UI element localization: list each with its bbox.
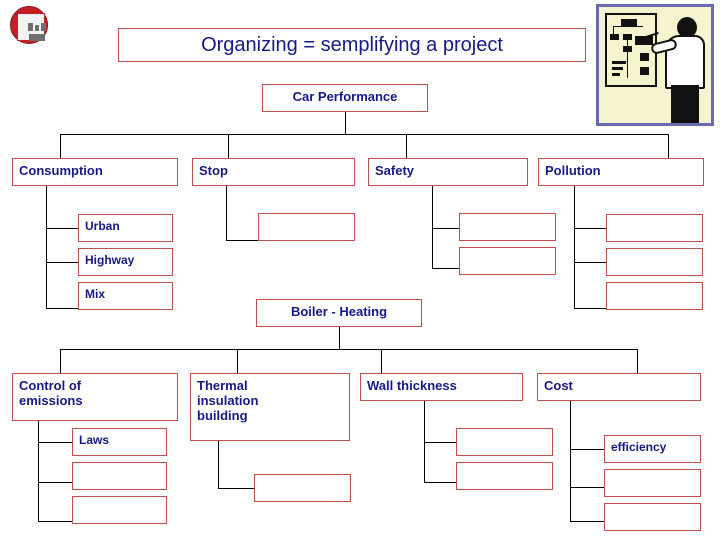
tree1-sub-pollution-3[interactable] [606, 282, 703, 310]
tree1-root-stem [345, 112, 346, 134]
tree1-drop-4 [668, 134, 669, 158]
tree1-node-safety[interactable]: Safety [368, 158, 528, 186]
chart-bar-icon [612, 73, 620, 76]
tree1-pollution-tick-3 [574, 308, 607, 309]
tree2-node-wall-thickness[interactable]: Wall thickness [360, 373, 523, 401]
tree1-safety-tick-2 [432, 268, 460, 269]
tree1-consumption-tick-3 [46, 308, 79, 309]
tree1-drop-2 [228, 134, 229, 158]
tree2-sub-cost-3[interactable] [604, 503, 701, 531]
tree2-drop-4 [637, 349, 638, 373]
tree2-sub-emissions-2[interactable] [72, 462, 167, 490]
tree1-sub-safety-2[interactable] [459, 247, 556, 275]
tree1-consumption-spine [46, 186, 47, 308]
tree2-cost-tick-1 [570, 449, 605, 450]
tree2-node-thermal-insulation-building[interactable]: Thermal insulation building [190, 373, 350, 441]
tree2-sub-wall-2[interactable] [456, 462, 553, 490]
tree2-root-stem [339, 327, 340, 349]
university-seal-logo [10, 6, 48, 44]
seal-crest-icon [28, 23, 46, 42]
tree2-emissions-spine [38, 421, 39, 521]
chart-node-icon [621, 19, 637, 26]
tree2-emissions-tick-2 [38, 482, 73, 483]
tree1-bus [60, 134, 668, 135]
tree1-sub-pollution-1[interactable] [606, 214, 703, 242]
tree2-drop-3 [381, 349, 382, 373]
flipchart-board-icon [605, 13, 657, 87]
tree1-sub-mix[interactable]: Mix [78, 282, 173, 310]
chart-bar-icon [612, 61, 626, 64]
chart-link-icon [613, 26, 643, 27]
tree1-drop-1 [60, 134, 61, 158]
tree1-stop-tick-1 [226, 240, 259, 241]
tree2-cost-tick-2 [570, 487, 605, 488]
tree2-root-node[interactable]: Boiler - Heating [256, 299, 422, 327]
tree2-sub-wall-1[interactable] [456, 428, 553, 456]
chart-node-icon [623, 34, 632, 40]
chart-node-icon [635, 36, 653, 45]
tree2-emissions-tick-3 [38, 521, 73, 522]
tree1-drop-3 [406, 134, 407, 158]
tree2-emissions-tick-1 [38, 442, 73, 443]
tree2-wall-tick-2 [424, 482, 457, 483]
tree1-sub-stop-1[interactable] [258, 213, 355, 241]
tree2-thermal-tick-1 [218, 488, 255, 489]
tree1-pollution-tick-1 [574, 228, 607, 229]
tree2-cost-spine [570, 401, 571, 521]
tree2-sub-laws[interactable]: Laws [72, 428, 167, 456]
tree1-consumption-tick-1 [46, 228, 79, 229]
tree2-drop-1 [60, 349, 61, 373]
tree2-bus [60, 349, 638, 350]
tree1-safety-spine [432, 186, 433, 268]
chart-node-icon [640, 67, 649, 75]
tree2-drop-2 [237, 349, 238, 373]
tree1-pollution-spine [574, 186, 575, 308]
presenter-legs-icon [671, 85, 699, 123]
tree2-sub-efficiency[interactable]: efficiency [604, 435, 701, 463]
tree1-safety-tick-1 [432, 228, 460, 229]
chart-link-icon [627, 40, 628, 78]
tree1-root-node[interactable]: Car Performance [262, 84, 428, 112]
chart-node-icon [610, 34, 619, 40]
presenter-flipchart-clipart [596, 4, 714, 126]
tree1-sub-safety-1[interactable] [459, 213, 556, 241]
chart-bar-icon [612, 67, 623, 70]
tree1-pollution-tick-2 [574, 262, 607, 263]
chart-node-icon [640, 53, 649, 61]
tree2-wall-tick-1 [424, 442, 457, 443]
tree2-thermal-spine [218, 441, 219, 488]
seal-inner-disc [17, 13, 46, 42]
tree2-sub-thermal-1[interactable] [254, 474, 351, 502]
tree2-cost-tick-3 [570, 521, 605, 522]
tree2-sub-emissions-3[interactable] [72, 496, 167, 524]
tree1-node-stop[interactable]: Stop [192, 158, 355, 186]
tree1-stop-spine [226, 186, 227, 240]
presenter-head-icon [677, 17, 697, 38]
chart-link-icon [613, 26, 614, 34]
tree1-sub-highway[interactable]: Highway [78, 248, 173, 276]
slide-title: Organizing = semplifying a project [118, 28, 586, 62]
tree1-sub-pollution-2[interactable] [606, 248, 703, 276]
tree2-node-cost[interactable]: Cost [537, 373, 701, 401]
tree1-sub-urban[interactable]: Urban [78, 214, 173, 242]
presenter-body-icon [665, 35, 705, 89]
tree2-wall-spine [424, 401, 425, 482]
tree2-node-control-of-emissions[interactable]: Control of emissions [12, 373, 178, 421]
tree2-sub-cost-2[interactable] [604, 469, 701, 497]
tree1-node-pollution[interactable]: Pollution [538, 158, 704, 186]
tree1-consumption-tick-2 [46, 262, 79, 263]
tree1-node-consumption[interactable]: Consumption [12, 158, 178, 186]
